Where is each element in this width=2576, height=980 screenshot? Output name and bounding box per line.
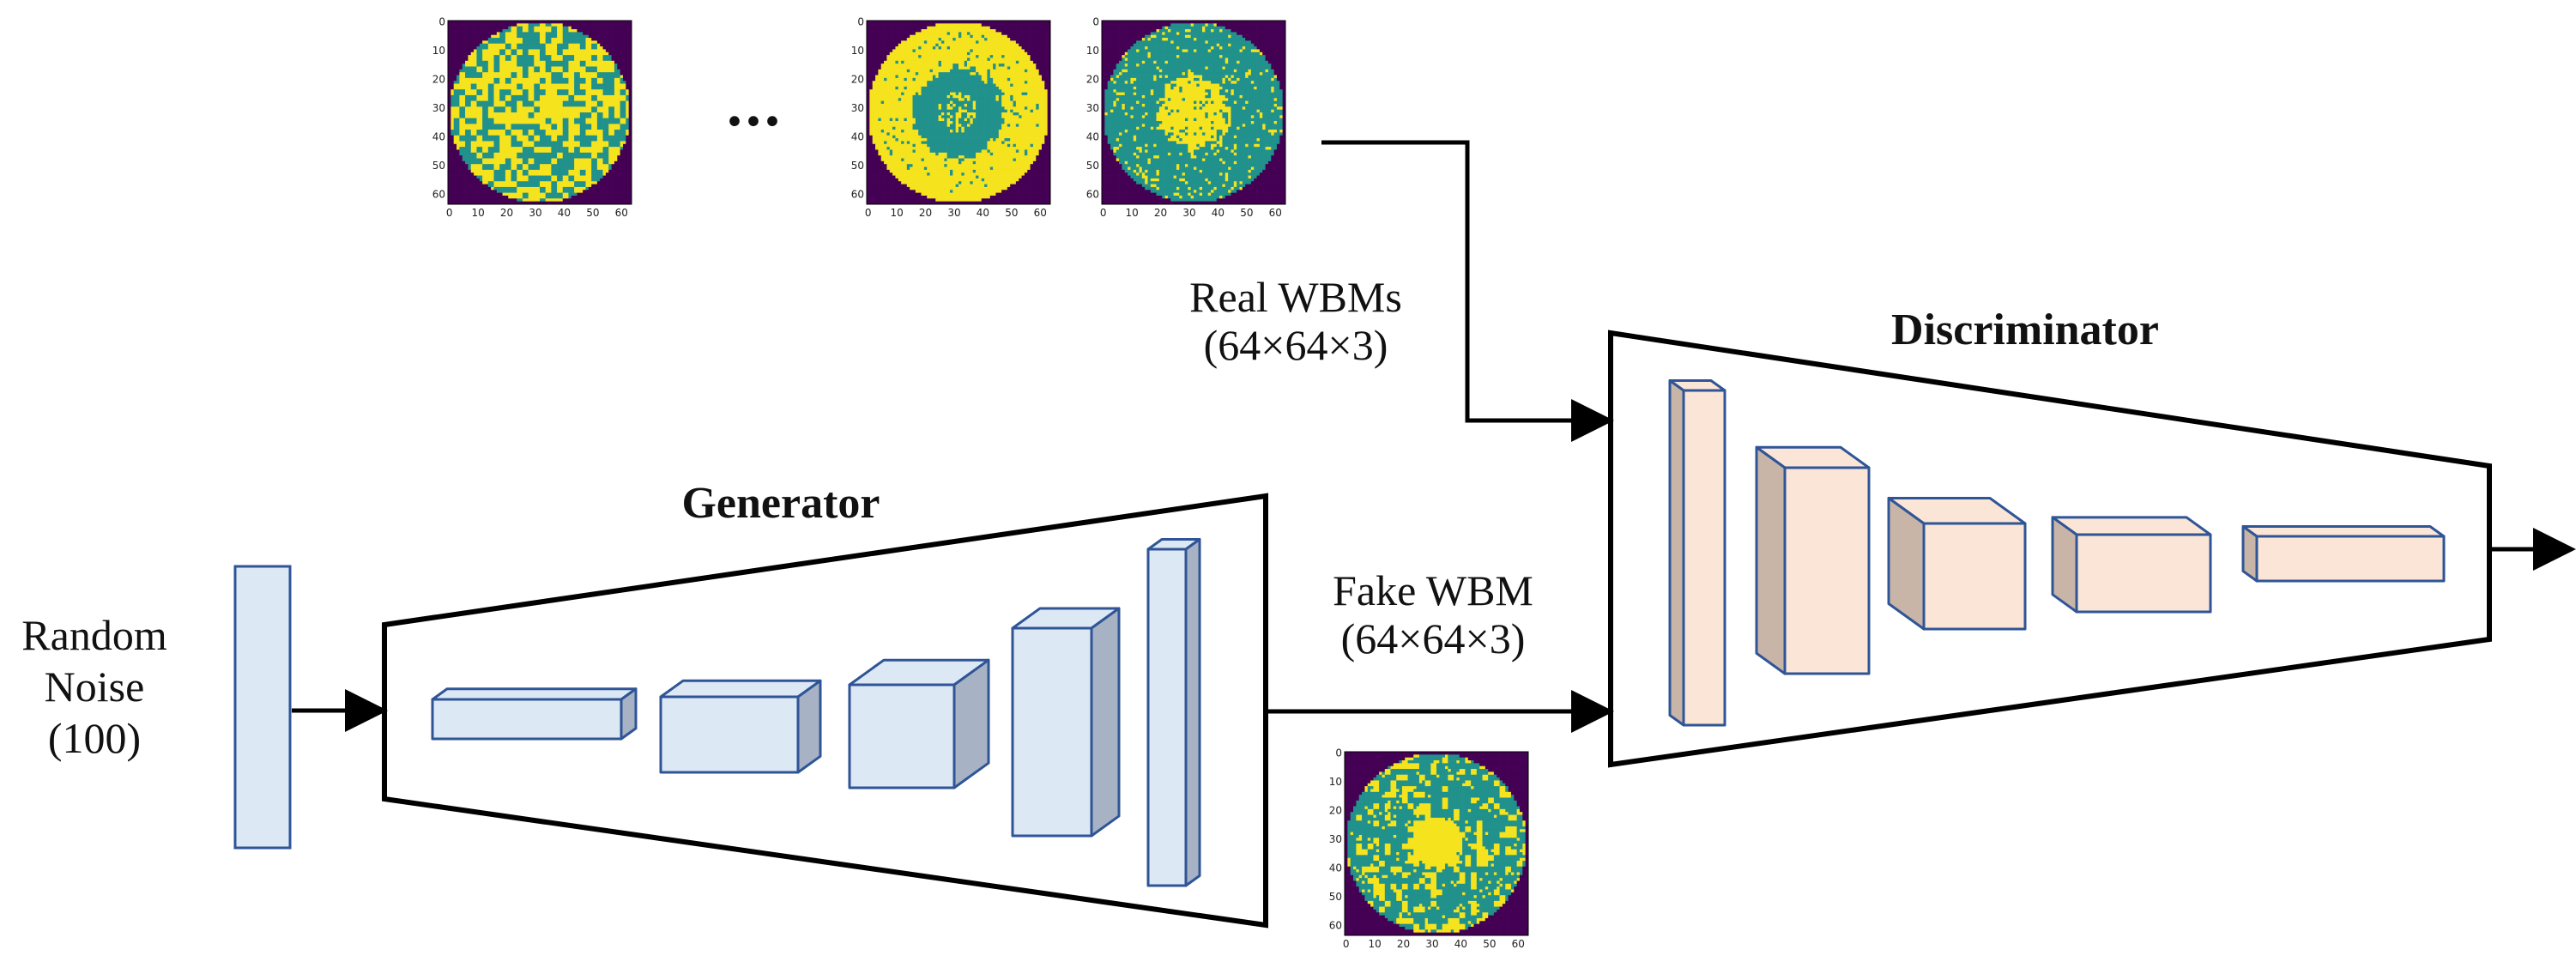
tick-label: 30 [1086, 102, 1099, 114]
tick-label: 50 [1483, 938, 1496, 950]
random-noise-line1: Random [21, 611, 167, 659]
tick-label: 10 [1125, 207, 1138, 219]
tick-label: 10 [432, 45, 445, 57]
tick-label: 10 [1368, 938, 1381, 950]
tick-label: 30 [529, 207, 541, 219]
real-wbm-map-3: 0 0 10 10 20 20 30 30 40 40 50 50 60 60 [1083, 15, 1297, 226]
generator-layer-2 [659, 679, 822, 774]
tick-label: 60 [1086, 188, 1099, 200]
tick-label: 60 [1034, 207, 1047, 219]
tick-label: 0 [446, 207, 453, 219]
tick-label: 60 [1329, 919, 1342, 931]
tick-label: 30 [1425, 938, 1438, 950]
fake-wbm-map: 0 0 10 10 20 20 30 30 40 40 50 50 60 60 [1326, 747, 1540, 957]
random-noise-label: Random Noise (100) [0, 609, 189, 764]
tick-label: 20 [1086, 74, 1099, 86]
tick-label: 20 [1154, 207, 1167, 219]
tick-label: 20 [851, 74, 864, 86]
real-wbms-label: Real WBMs (64×64×3) [1150, 273, 1442, 369]
tick-label: 20 [500, 207, 513, 219]
tick-label: 40 [851, 130, 864, 142]
tick-label: 30 [1329, 833, 1342, 845]
tick-label: 60 [432, 188, 445, 200]
tick-label: 40 [1329, 862, 1342, 874]
tick-label: 50 [432, 160, 445, 172]
tick-label: 20 [1329, 805, 1342, 817]
discriminator-layer-2 [1755, 445, 1871, 675]
discriminator-title: Discriminator [1891, 305, 2159, 354]
generator-title: Generator [681, 479, 880, 528]
generator-layer-4 [1011, 607, 1121, 838]
tick-label: 10 [1086, 45, 1099, 57]
noise-vector [233, 565, 292, 850]
tick-label: 10 [890, 207, 903, 219]
tick-label: 40 [558, 207, 571, 219]
tick-label: 50 [1240, 207, 1253, 219]
tick-label: 0 [1335, 747, 1342, 759]
tick-label: 50 [1005, 207, 1018, 219]
tick-label: 0 [438, 16, 445, 28]
generator-layer-1 [431, 687, 638, 741]
tick-label: 10 [1329, 776, 1342, 788]
tick-label: 50 [1086, 160, 1099, 172]
tick-label: 0 [865, 207, 872, 219]
real-wbm-map-1: 0 0 10 10 20 20 30 30 40 40 50 50 60 60 [429, 15, 644, 226]
tick-label: 60 [615, 207, 628, 219]
real-wbm-arrow-path [1321, 140, 1614, 442]
discriminator-layer-4 [2051, 516, 2212, 614]
tick-label: 10 [471, 207, 484, 219]
tick-label: 40 [1454, 938, 1467, 950]
ellipsis: ... [727, 70, 783, 139]
discriminator-layers [1668, 378, 2446, 727]
random-noise-line2: Noise [44, 662, 145, 711]
fake-wbm-title: Fake WBM [1333, 566, 1533, 614]
tick-label: 0 [1100, 207, 1107, 219]
tick-label: 50 [586, 207, 599, 219]
tick-label: 20 [432, 74, 445, 86]
fake-wbm-label: Fake WBM (64×64×3) [1287, 566, 1579, 662]
real-wbms-shape: (64×64×3) [1203, 321, 1388, 369]
real-wbm-1-cells [448, 21, 632, 205]
real-wbms-title: Real WBMs [1189, 273, 1402, 321]
tick-label: 0 [857, 16, 864, 28]
tick-label: 50 [1329, 891, 1342, 903]
tick-label: 40 [432, 130, 445, 142]
tick-label: 30 [432, 102, 445, 114]
tick-label: 10 [851, 45, 864, 57]
tick-label: 30 [947, 207, 960, 219]
tick-label: 30 [1182, 207, 1195, 219]
discriminator-layer-3 [1887, 496, 2027, 631]
discriminator-layer-1 [1668, 378, 1726, 727]
real-wbm-3-cells [1102, 21, 1286, 205]
real-wbm-map-2: 0 0 10 10 20 20 30 30 40 40 50 50 60 60 [848, 15, 1062, 226]
tick-label: 50 [851, 160, 864, 172]
fake-wbm-shape: (64×64×3) [1340, 614, 1526, 662]
tick-label: 0 [1343, 938, 1350, 950]
tick-label: 60 [851, 188, 864, 200]
generator-layer-5 [1146, 537, 1201, 887]
tick-label: 30 [851, 102, 864, 114]
tick-label: 40 [1086, 130, 1099, 142]
real-wbm-2-cells [867, 21, 1051, 205]
tick-label: 20 [919, 207, 932, 219]
generator-layers [431, 537, 1201, 887]
tick-label: 0 [1092, 16, 1099, 28]
random-noise-line3: (100) [47, 714, 142, 762]
fake-wbm-cells [1345, 752, 1529, 936]
tick-label: 60 [1269, 207, 1282, 219]
tick-label: 60 [1512, 938, 1525, 950]
tick-label: 20 [1397, 938, 1410, 950]
discriminator-layer-5 [2241, 524, 2446, 583]
tick-label: 40 [977, 207, 989, 219]
generator-layer-3 [848, 658, 990, 789]
tick-label: 40 [1212, 207, 1225, 219]
